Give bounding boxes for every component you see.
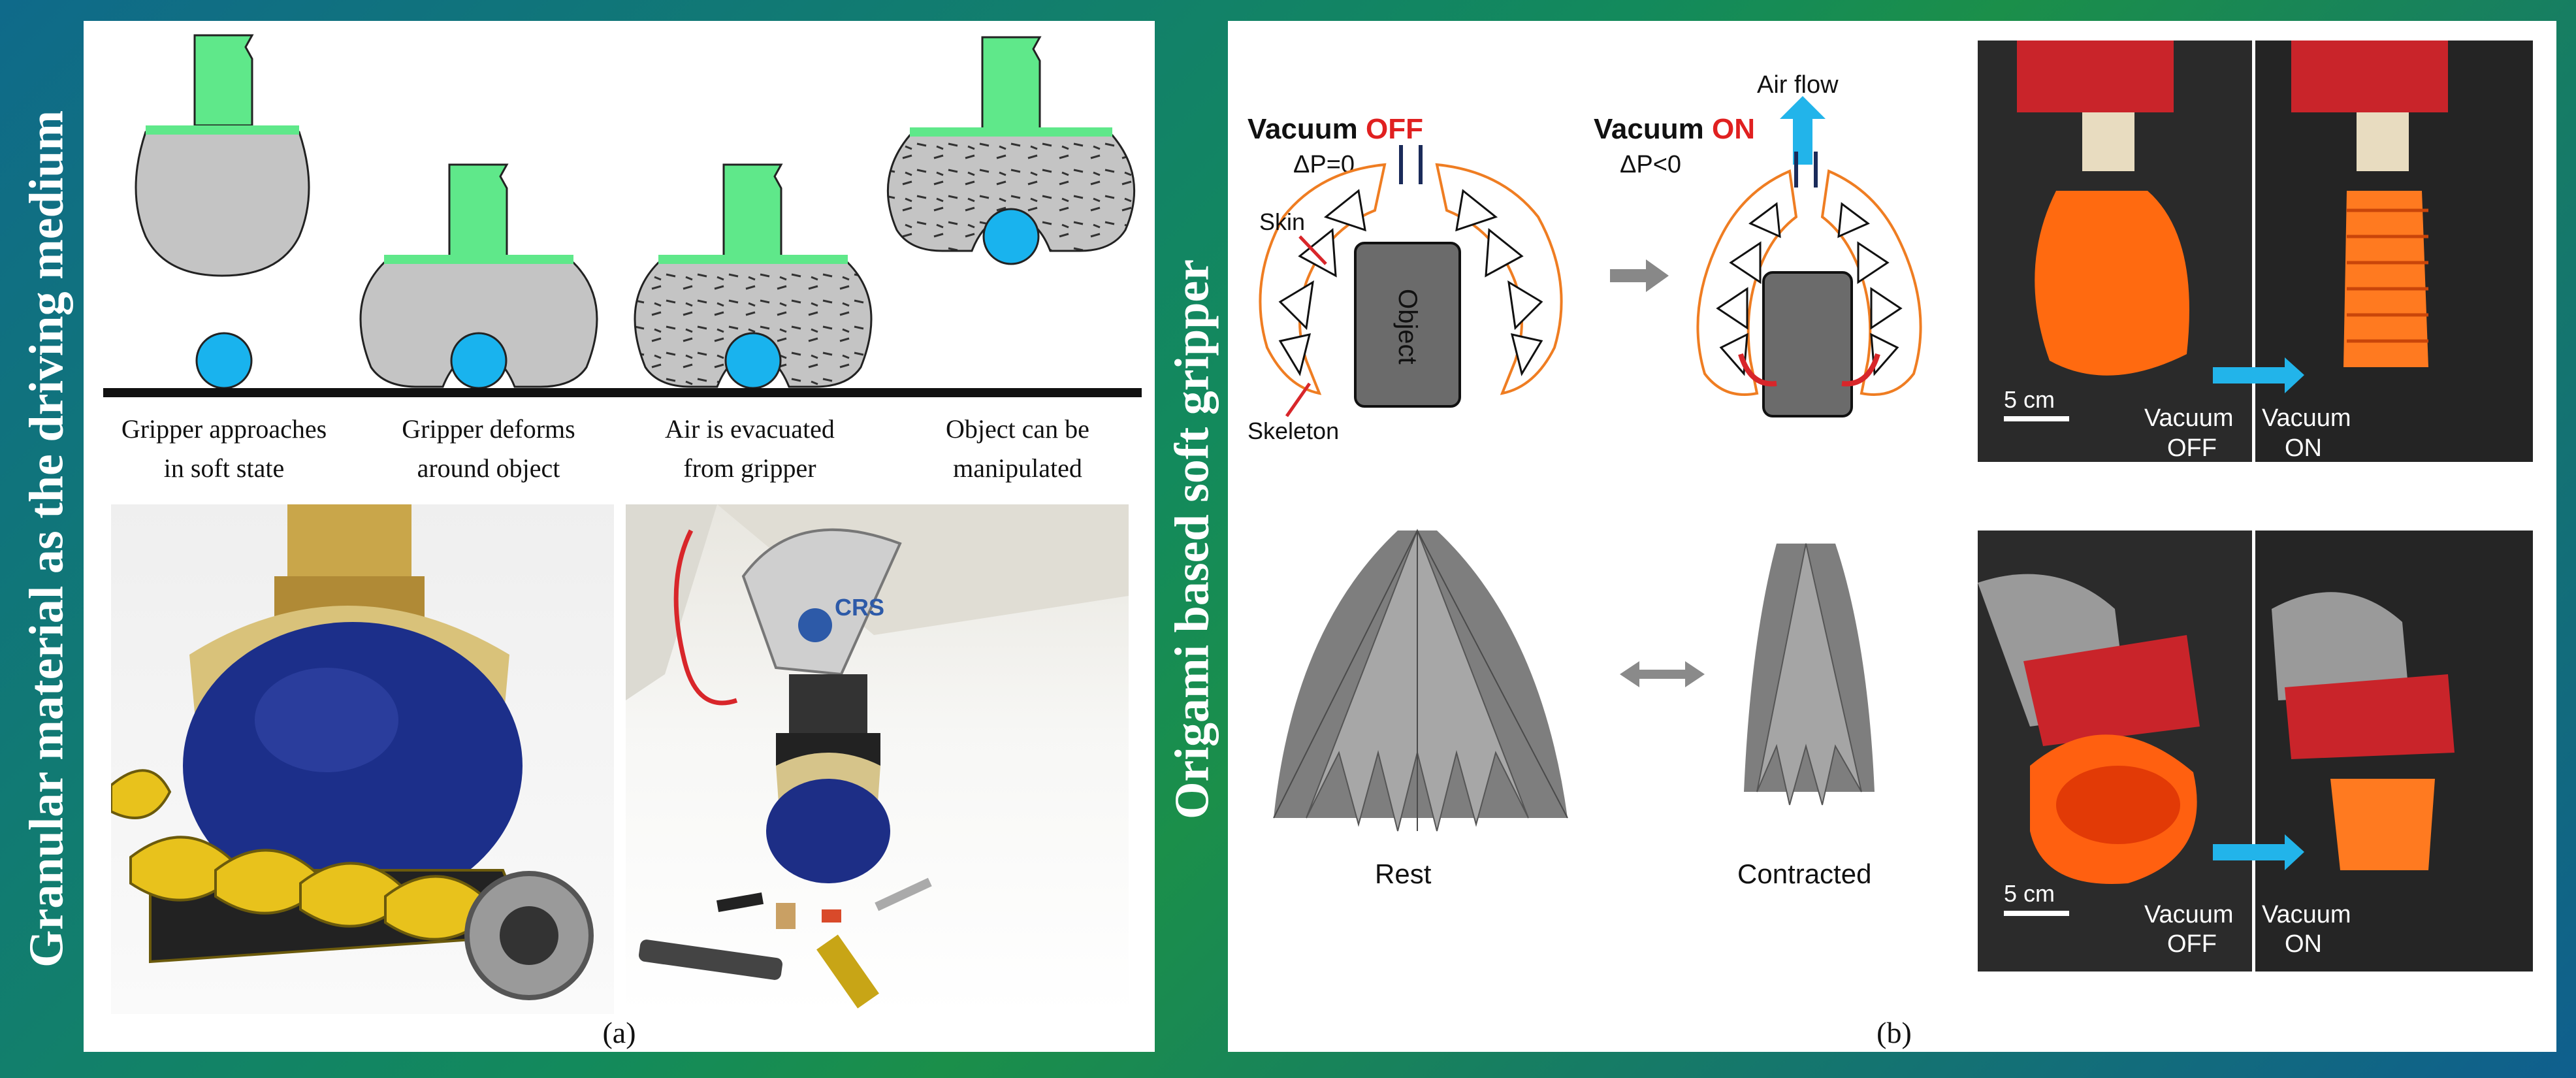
gripper-evacuated [634, 163, 873, 388]
air-flow-arrow [1780, 96, 1826, 165]
vacuum-off-label: Vacuum OFF [1248, 113, 1423, 145]
photo-robot-arm: CRS [626, 504, 1129, 1014]
object-ball-1 [195, 332, 253, 389]
panel-b: Vacuum OFF ΔP=0 Object Skin Skeleton Vac… [1228, 21, 2556, 1052]
object-ball-2 [450, 332, 507, 389]
scale-top: 5 cm [2004, 386, 2055, 413]
skin-label: Skin [1259, 208, 1305, 235]
origami-contracted-shape [1744, 543, 1875, 806]
top-right-vacuum: Vacuum [2262, 404, 2351, 432]
object-ball-3 [724, 332, 782, 389]
top-left-state: OFF [2167, 434, 2217, 462]
side-title-a: Granular material as the driving medium [20, 110, 74, 968]
bottom-left-vacuum: Vacuum [2144, 901, 2234, 928]
origami-rest-shape [1273, 529, 1568, 832]
closed-gripper-skeleton [1696, 152, 1922, 417]
caption-a: (a) [602, 1016, 636, 1049]
bottom-right-state: ON [2285, 930, 2322, 958]
object-label-open: Object [1393, 289, 1422, 365]
ground-line [103, 388, 1142, 397]
dp-negative-label: ΔP<0 [1620, 151, 1681, 178]
robot-brand-label: CRS [835, 594, 884, 621]
photo-vacuum-top: 5 cm Vacuum OFF Vacuum ON [1978, 41, 2533, 462]
photo-vacuum-bottom: 5 cm Vacuum OFF Vacuum ON [1978, 531, 2533, 972]
side-title-b: Origami based soft gripper [1165, 259, 1219, 819]
top-left-vacuum: Vacuum [2144, 404, 2234, 432]
top-right-state: ON [2285, 434, 2322, 462]
double-arrow [1620, 661, 1705, 687]
rest-label: Rest [1375, 858, 1432, 889]
scale-bottom: 5 cm [2004, 880, 2055, 907]
caption-b: (b) [1876, 1016, 1912, 1049]
bottom-left-state: OFF [2167, 930, 2217, 958]
object-ball-4 [982, 208, 1040, 265]
origami-gripper-diagram: Vacuum OFF ΔP=0 Object Skin Skeleton Vac… [1248, 71, 1922, 889]
vacuum-on-label: Vacuum ON [1594, 113, 1755, 145]
gripper-approach [135, 34, 310, 277]
bottom-right-vacuum: Vacuum [2262, 901, 2351, 928]
granular-gripper-diagram [103, 34, 1142, 397]
air-flow-label: Air flow [1757, 71, 1839, 99]
open-gripper-skeleton [1259, 145, 1563, 408]
gripper-deform [359, 163, 598, 388]
photo-gripper-spring [111, 504, 614, 1014]
transition-arrow [1610, 259, 1669, 292]
skeleton-label: Skeleton [1248, 417, 1339, 444]
contracted-label: Contracted [1737, 858, 1871, 889]
